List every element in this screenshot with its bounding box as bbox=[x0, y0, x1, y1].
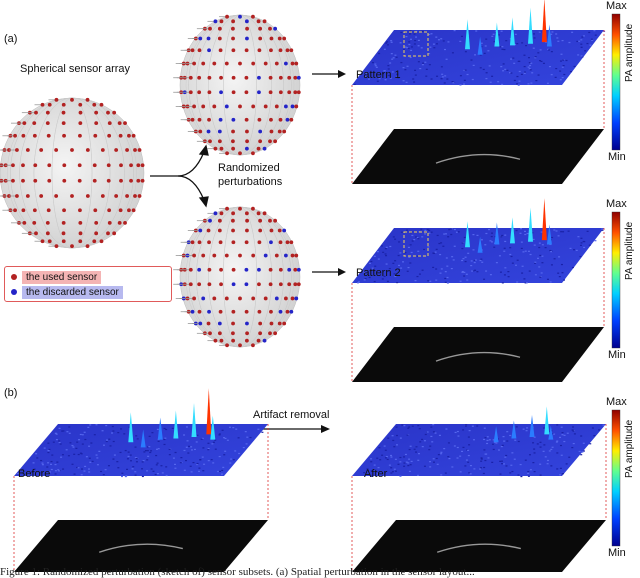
panel-b-label: (b) bbox=[4, 387, 18, 399]
surface-plot-before bbox=[13, 388, 269, 572]
colorbar-2-min: Min bbox=[608, 349, 626, 361]
sphere-pattern-1 bbox=[173, 14, 301, 156]
colorbar-3-max: Max bbox=[606, 396, 627, 408]
branch-arrow bbox=[150, 144, 209, 208]
pattern-2-label: Pattern 2 bbox=[356, 267, 401, 279]
colorbar-pattern-1 bbox=[611, 13, 621, 151]
after-label: After bbox=[364, 468, 388, 480]
legend-discarded: the discarded sensor bbox=[11, 285, 123, 299]
pattern-1-label: Pattern 1 bbox=[356, 69, 401, 81]
sphere-pattern-2 bbox=[173, 206, 301, 348]
perturbation-label-1: Randomized bbox=[218, 162, 280, 174]
arrow-to-pattern-2 bbox=[312, 268, 346, 276]
colorbar-3-min: Min bbox=[608, 547, 626, 559]
before-label: Before bbox=[18, 468, 51, 480]
artifact-removal-label: Artifact removal bbox=[253, 409, 330, 421]
surface-plot-after bbox=[351, 406, 607, 572]
sensor-legend: the used sensor the discarded sensor bbox=[4, 266, 172, 302]
figure-caption: Figure 1: Randomized perturbation (sketc… bbox=[0, 566, 475, 578]
legend-discarded-label: the discarded sensor bbox=[22, 285, 123, 299]
surface-plot-pattern-2 bbox=[351, 198, 605, 382]
main-sphere bbox=[0, 97, 145, 249]
legend-used-label: the used sensor bbox=[22, 270, 102, 284]
legend-used: the used sensor bbox=[11, 270, 102, 284]
discarded-sensor-dot-icon bbox=[11, 289, 17, 295]
colorbar-2-max: Max bbox=[606, 198, 627, 210]
colorbar-1-min: Min bbox=[608, 151, 626, 163]
colorbar-1-max: Max bbox=[606, 0, 627, 12]
surface-plot-pattern-1 bbox=[351, 0, 606, 184]
used-sensor-dot-icon bbox=[11, 274, 17, 280]
colorbar-panel-b bbox=[611, 409, 621, 547]
panel-a-label: (a) bbox=[4, 33, 18, 45]
array-title: Spherical sensor array bbox=[20, 63, 131, 75]
colorbar-2-title: PA amplitude bbox=[624, 221, 635, 280]
arrow-to-pattern-1 bbox=[312, 70, 346, 78]
perturbation-label-2: perturbations bbox=[218, 176, 283, 188]
colorbar-pattern-2 bbox=[611, 211, 621, 349]
colorbar-1-title: PA amplitude bbox=[624, 23, 635, 82]
colorbar-3-title: PA amplitude bbox=[624, 419, 635, 478]
